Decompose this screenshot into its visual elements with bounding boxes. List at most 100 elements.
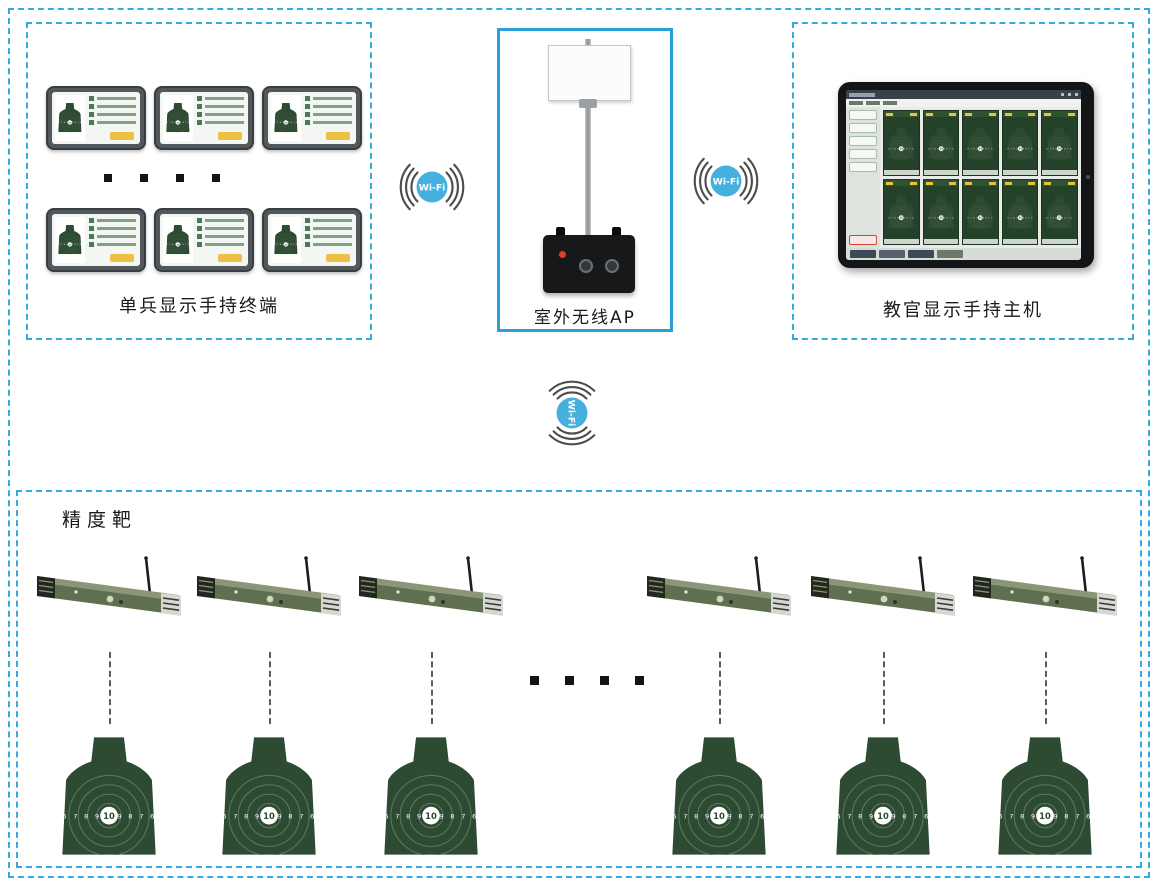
terminal-action-button: [218, 132, 242, 140]
terminal-info-row: [196, 226, 244, 231]
target-card-header: [884, 111, 919, 117]
target-card-header: [923, 111, 959, 117]
ap-power-led: [559, 251, 566, 258]
precision-label: 精度靶: [62, 509, 138, 531]
terminal-action-button: [326, 132, 350, 140]
target-card-body: [1042, 117, 1077, 170]
target-card-header: [963, 111, 998, 117]
row-text-bar: [96, 105, 136, 108]
terminal-action-button: [110, 254, 134, 262]
mini-target-icon: [56, 218, 84, 261]
target-card: [922, 179, 960, 245]
ap-group-box: 室外无线AP: [497, 28, 673, 332]
row-text-bar: [204, 121, 244, 124]
target-card-header: [923, 180, 959, 186]
score-badge: [1028, 181, 1036, 185]
window-control-icon: [1068, 93, 1071, 96]
targets-ellipsis: [530, 676, 644, 685]
terminal-info-row: [304, 234, 352, 239]
terminal-info-list: [304, 95, 353, 141]
mini-target-icon: [164, 218, 192, 261]
terminal-info-row: [196, 234, 244, 239]
terminal-info-row: [88, 218, 136, 223]
score-badge: [909, 181, 917, 185]
terminal-target-preview: [271, 217, 301, 263]
terminal-info-row: [304, 96, 352, 101]
instructor-group-box: 教官显示手持主机: [792, 22, 1134, 340]
paper-target: [53, 736, 165, 856]
target-card-header: [1042, 111, 1077, 117]
ap-port: [579, 259, 593, 273]
score-badge: [1004, 112, 1012, 116]
row-bullet-icon: [304, 218, 310, 223]
mini-target-icon: [965, 119, 995, 168]
precision-rail-device: [808, 552, 958, 630]
toolbar-button: [908, 250, 934, 258]
ap-base-unit: [543, 235, 635, 293]
terminal-info-list: [88, 95, 137, 141]
score-badge: [1028, 112, 1036, 116]
terminal-info-row: [304, 112, 352, 117]
terminal-info-list: [196, 95, 245, 141]
precision-target-box: 精度靶: [16, 490, 1142, 868]
mini-target-icon: [926, 119, 956, 168]
ap-mast-pole: [585, 39, 591, 239]
target-card-header: [1042, 180, 1077, 186]
row-text-bar: [312, 105, 352, 108]
app-title-text: [849, 92, 875, 97]
terminal-row-top: [46, 86, 362, 150]
row-text-bar: [312, 113, 352, 116]
target-card-body: [884, 117, 919, 170]
score-badge: [988, 181, 996, 185]
target-card: [1001, 179, 1039, 245]
row-bullet-icon: [88, 234, 94, 239]
instructor-label: 教官显示手持主机: [883, 300, 1043, 321]
app-body: [846, 107, 1081, 248]
terminal-action-button: [110, 132, 134, 140]
ap-connector-post: [556, 227, 565, 237]
mini-target-icon: [886, 188, 916, 237]
terminal-info-list: [88, 217, 137, 263]
rail-target-connector: [1045, 652, 1047, 724]
paper-target: [989, 736, 1101, 856]
score-badge: [886, 181, 893, 185]
row-bullet-icon: [196, 234, 202, 239]
ellipsis-dot: [212, 174, 220, 182]
row-bullet-icon: [88, 218, 94, 223]
instructor-tablet-device: [838, 82, 1094, 268]
row-text-bar: [312, 243, 352, 246]
toolbar-button: [937, 250, 963, 258]
sidebar-button: [849, 235, 877, 245]
terminal-info-rows: [304, 218, 352, 247]
row-bullet-icon: [196, 242, 202, 247]
terminal-screen: [160, 92, 248, 144]
row-bullet-icon: [88, 120, 94, 125]
score-badge: [965, 181, 973, 185]
app-titlebar: [846, 90, 1081, 99]
soldier-terminal-device: [46, 208, 146, 272]
target-card-caption: [963, 239, 998, 244]
ellipsis-dot: [600, 676, 609, 685]
sidebar-button: [849, 110, 877, 120]
score-badge: [925, 181, 933, 185]
row-text-bar: [204, 113, 244, 116]
row-text-bar: [204, 227, 244, 230]
menu-item: [883, 101, 897, 105]
soldier-terminal-device: [262, 208, 362, 272]
ellipsis-dot: [140, 174, 148, 182]
row-bullet-icon: [304, 96, 310, 101]
precision-rail-device: [194, 552, 344, 630]
score-badge: [1044, 112, 1052, 116]
mini-target-icon: [56, 96, 84, 139]
row-text-bar: [204, 97, 244, 100]
target-card-header: [884, 180, 919, 186]
target-card: [1001, 110, 1039, 176]
tablet-camera-icon: [1086, 175, 1090, 179]
terminal-action-button: [218, 254, 242, 262]
terminal-info-rows: [196, 96, 244, 125]
ellipsis-dot: [635, 676, 644, 685]
sidebar-button: [849, 162, 877, 172]
target-card: [962, 110, 999, 176]
mini-target-icon: [272, 96, 300, 139]
